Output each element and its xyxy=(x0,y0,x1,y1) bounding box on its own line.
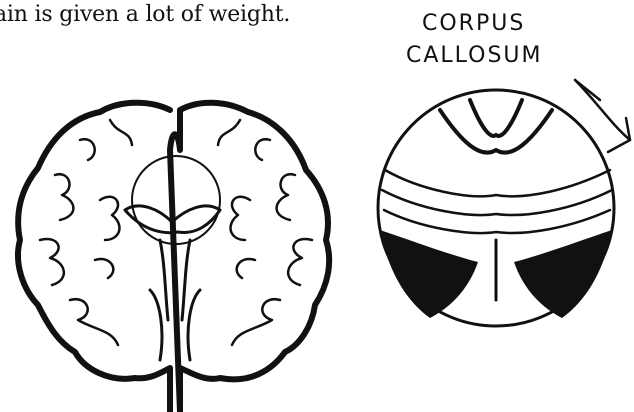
callosum-fibers xyxy=(382,170,612,233)
magnified-view xyxy=(378,90,614,326)
brain-outline xyxy=(18,103,329,412)
coronal-brain-section xyxy=(18,103,329,412)
ventricle-shadow-left xyxy=(380,230,478,318)
upper-fold xyxy=(440,100,552,153)
ventricle-shadow-right xyxy=(514,230,612,318)
pointer-arrow xyxy=(575,80,630,152)
left-gyri xyxy=(40,120,132,345)
